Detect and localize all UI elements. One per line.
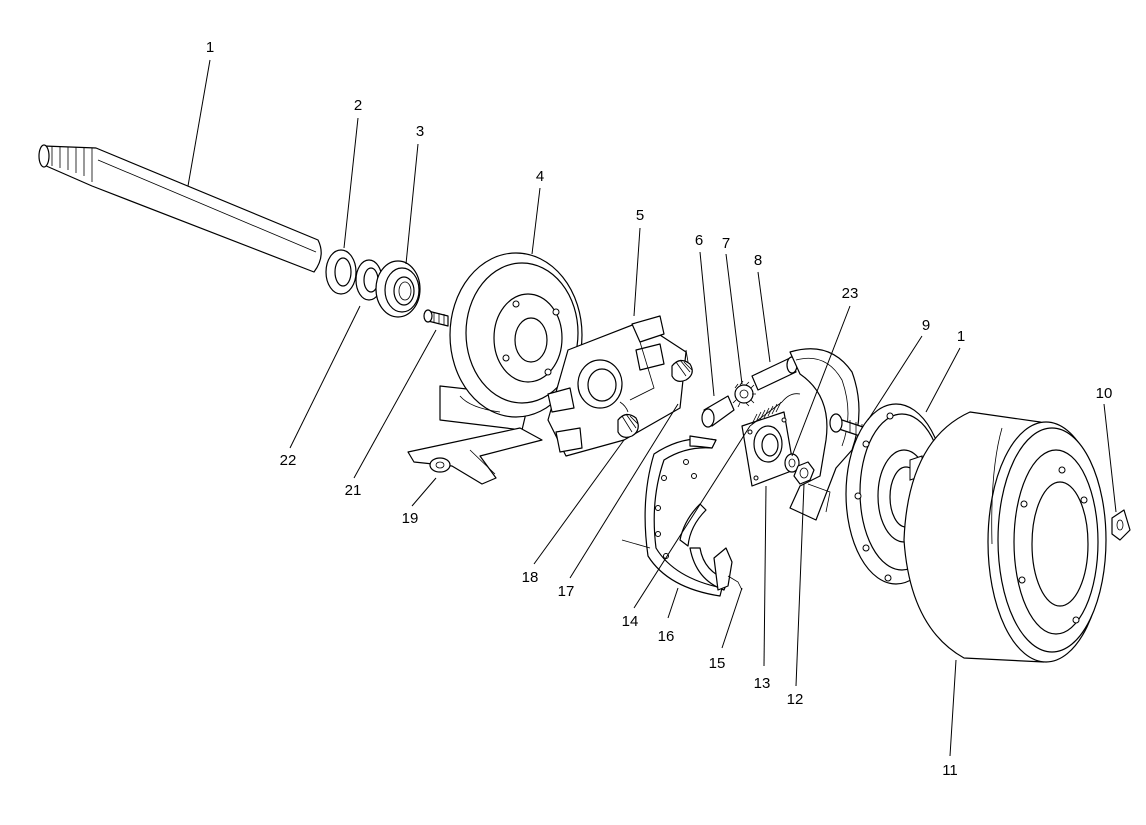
callout-19: 19 (402, 510, 419, 527)
callout-6: 6 (695, 232, 703, 249)
callout-18: 18 (522, 569, 539, 586)
callout-15: 15 (709, 655, 726, 672)
support-plate (547, 315, 687, 457)
callout-17: 17 (558, 583, 575, 600)
callout-9: 9 (922, 317, 930, 334)
seal-ring (325, 249, 357, 295)
washer (784, 453, 800, 473)
star-wheel (732, 380, 756, 408)
callout-labels: 1 2 3 4 5 6 7 8 23 9 1 10 22 21 19 18 17… (206, 39, 1113, 779)
callout-11: 11 (942, 762, 958, 779)
wheel-bearing (375, 260, 421, 318)
return-spring-lower (617, 401, 639, 438)
callout-1-hub: 1 (957, 328, 965, 345)
callout-8: 8 (754, 252, 762, 269)
cap-plug (1111, 509, 1131, 541)
adjuster-spring (749, 393, 801, 427)
adjuster-screw (751, 356, 798, 391)
adjuster-plug (701, 395, 735, 428)
callout-2: 2 (354, 97, 362, 114)
screw (423, 309, 449, 327)
nut (793, 461, 815, 485)
callout-10: 10 (1096, 385, 1113, 402)
retainer-clip (713, 547, 743, 591)
callout-13: 13 (754, 675, 771, 692)
brake-shoe (621, 435, 729, 597)
callout-23: 23 (842, 285, 859, 302)
callout-21: 21 (345, 482, 362, 499)
callout-5: 5 (636, 207, 644, 224)
return-spring-upper (671, 349, 693, 382)
callout-12: 12 (787, 691, 804, 708)
axle-shaft (38, 144, 322, 273)
brake-drum (903, 411, 1107, 663)
callout-22: 22 (280, 452, 297, 469)
callout-3: 3 (416, 123, 424, 140)
callout-4: 4 (536, 168, 544, 185)
backing-plate (439, 252, 583, 431)
leader-lines (187, 59, 1117, 757)
callout-16: 16 (658, 628, 675, 645)
lever-bracket (407, 427, 543, 485)
callout-14: 14 (622, 613, 639, 630)
callout-7: 7 (722, 235, 730, 252)
callout-1-shaft: 1 (206, 39, 214, 56)
adjuster-plate (741, 411, 795, 487)
